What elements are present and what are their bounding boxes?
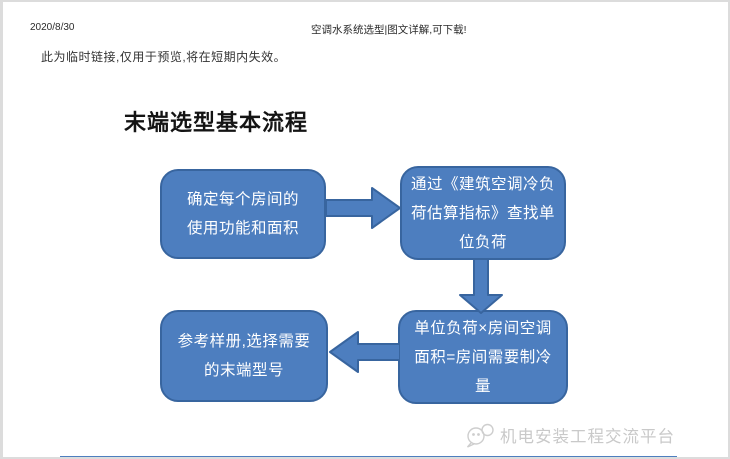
flow-step-4-line: 的末端型号: [203, 362, 284, 379]
flow-step-1-line: 确定每个房间的: [186, 191, 299, 208]
arrow-left-icon: [329, 331, 400, 373]
platform-watermark: 机电安装工程交流平台: [465, 422, 675, 448]
header-doc-title: 空调水系统选型|图文详解,可下载!: [311, 24, 467, 36]
chat-bubbles-logo-icon: [466, 423, 494, 448]
cropped-next-element-edge: [60, 456, 677, 457]
flow-step-2-line: 荷估算指标》查找单: [410, 204, 555, 222]
header-date: 2020/8/30: [30, 22, 75, 33]
flow-step-3-line: 面积=房间需要制冷: [414, 348, 552, 366]
flow-step-4-line: 参考样册,选择需要: [177, 333, 311, 350]
platform-watermark-text: 机电安装工程交流平台: [500, 428, 675, 446]
flow-step-2-line: 位负荷: [458, 233, 507, 251]
flow-step-4: 参考样册,选择需要 的末端型号: [160, 310, 328, 402]
flow-step-3-line: 单位负荷×房间空调: [414, 319, 552, 337]
flow-step-1: 确定每个房间的 使用功能和面积: [160, 169, 326, 259]
flow-step-2-line: 通过《建筑空调冷负: [410, 175, 555, 193]
flow-step-3-line: 量: [474, 377, 491, 395]
arrow-down-icon: [459, 259, 503, 314]
arrow-right-icon: [326, 187, 401, 229]
flow-step-2: 通过《建筑空调冷负 荷估算指标》查找单 位负荷: [400, 166, 566, 260]
flow-step-1-line: 使用功能和面积: [186, 220, 299, 237]
diagram-title: 末端选型基本流程: [124, 110, 309, 135]
temporary-link-notice: 此为临时链接,仅用于预览,将在短期内失效。: [41, 50, 287, 64]
flow-step-3: 单位负荷×房间空调 面积=房间需要制冷 量: [398, 310, 568, 404]
